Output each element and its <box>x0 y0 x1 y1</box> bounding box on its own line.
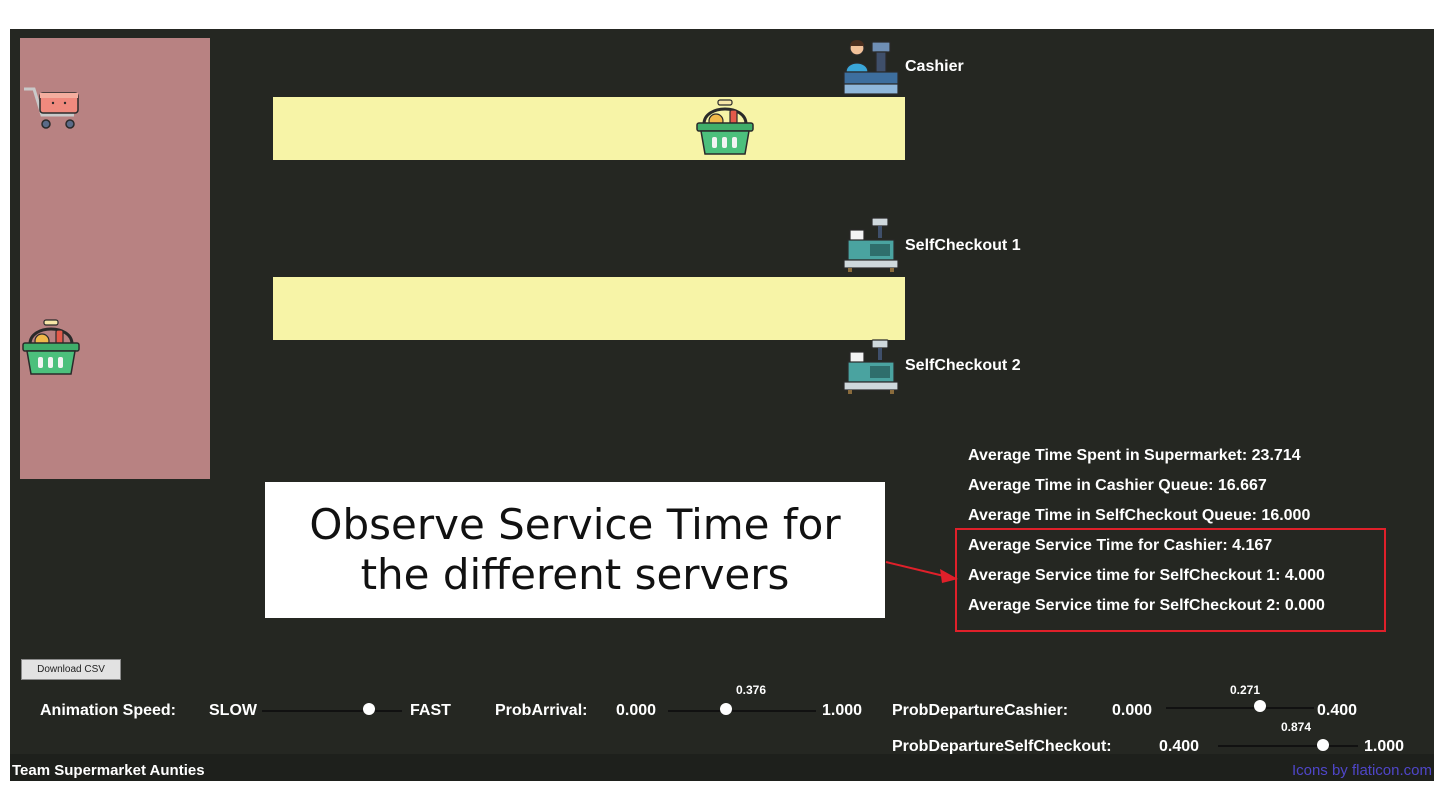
prob-departure-cashier-slider[interactable] <box>1166 707 1314 709</box>
prob-departure-selfcheckout-slider[interactable] <box>1218 745 1358 747</box>
stat-cashier-service-time: Average Service Time for Cashier: 4.167 <box>968 537 1273 554</box>
footer-bar <box>10 754 1434 781</box>
basket-icon <box>696 99 754 155</box>
cashier-queue-lane <box>273 97 905 160</box>
animation-speed-min-label: SLOW <box>209 702 257 719</box>
prob-departure-selfcheckout-slider-handle[interactable] <box>1317 739 1329 751</box>
prob-arrival-slider[interactable] <box>668 710 816 712</box>
download-csv-button[interactable]: Download CSV <box>21 659 121 680</box>
animation-speed-slider[interactable] <box>262 710 402 712</box>
annotation-banner: Observe Service Time for the different s… <box>265 482 885 618</box>
selfcheckout1-label: SelfCheckout 1 <box>905 237 1021 254</box>
basket-icon <box>22 319 80 375</box>
animation-speed-label: Animation Speed: <box>40 702 177 719</box>
prob-arrival-label: ProbArrival: <box>495 702 588 719</box>
prob-arrival-value: 0.376 <box>736 683 767 697</box>
arrow-icon <box>885 561 958 583</box>
prob-departure-cashier-label: ProbDepartureCashier: <box>892 702 1069 719</box>
stat-selfcheckout2-service-time: Average Service time for SelfCheckout 2:… <box>968 597 1325 614</box>
prob-departure-selfcheckout-label: ProbDepartureSelfCheckout: <box>892 738 1112 755</box>
prob-departure-selfcheckout-min-label: 0.400 <box>1159 738 1200 755</box>
animation-speed-slider-handle[interactable] <box>363 703 375 715</box>
prob-departure-selfcheckout-value: 0.874 <box>1281 720 1312 734</box>
stat-selfcheckout1-service-time: Average Service time for SelfCheckout 1:… <box>968 567 1325 584</box>
selfcheckout2-label: SelfCheckout 2 <box>905 357 1021 374</box>
highlight-box <box>955 528 1386 632</box>
prob-departure-cashier-slider-handle[interactable] <box>1254 700 1266 712</box>
banner-line-2: the different servers <box>360 550 790 599</box>
prob-departure-selfcheckout-max-label: 1.000 <box>1364 738 1405 755</box>
prob-departure-cashier-min-label: 0.000 <box>1112 702 1153 719</box>
banner-line-1: Observe Service Time for <box>309 500 841 549</box>
team-name: Team Supermarket Aunties <box>12 762 205 779</box>
self-checkout-icon <box>843 339 899 394</box>
stat-selfcheckout-queue-time: Average Time in SelfCheckout Queue: 16.0… <box>968 507 1311 524</box>
self-checkout-icon <box>843 217 899 272</box>
cashier-label: Cashier <box>905 58 964 75</box>
prob-departure-cashier-max-label: 0.400 <box>1317 702 1358 719</box>
prob-arrival-min-label: 0.000 <box>616 702 657 719</box>
stat-time-in-supermarket: Average Time Spent in Supermarket: 23.71… <box>968 447 1301 464</box>
stat-cashier-queue-time: Average Time in Cashier Queue: 16.667 <box>968 477 1267 494</box>
prob-arrival-max-label: 1.000 <box>822 702 863 719</box>
animation-speed-max-label: FAST <box>410 702 451 719</box>
icon-credit-link[interactable]: Icons by flaticon.com <box>1291 762 1432 779</box>
cashier-icon <box>843 40 899 95</box>
cart-icon <box>24 87 79 129</box>
selfcheckout-queue-lane <box>273 277 905 340</box>
prob-departure-cashier-value: 0.271 <box>1230 683 1261 697</box>
prob-arrival-slider-handle[interactable] <box>720 703 732 715</box>
